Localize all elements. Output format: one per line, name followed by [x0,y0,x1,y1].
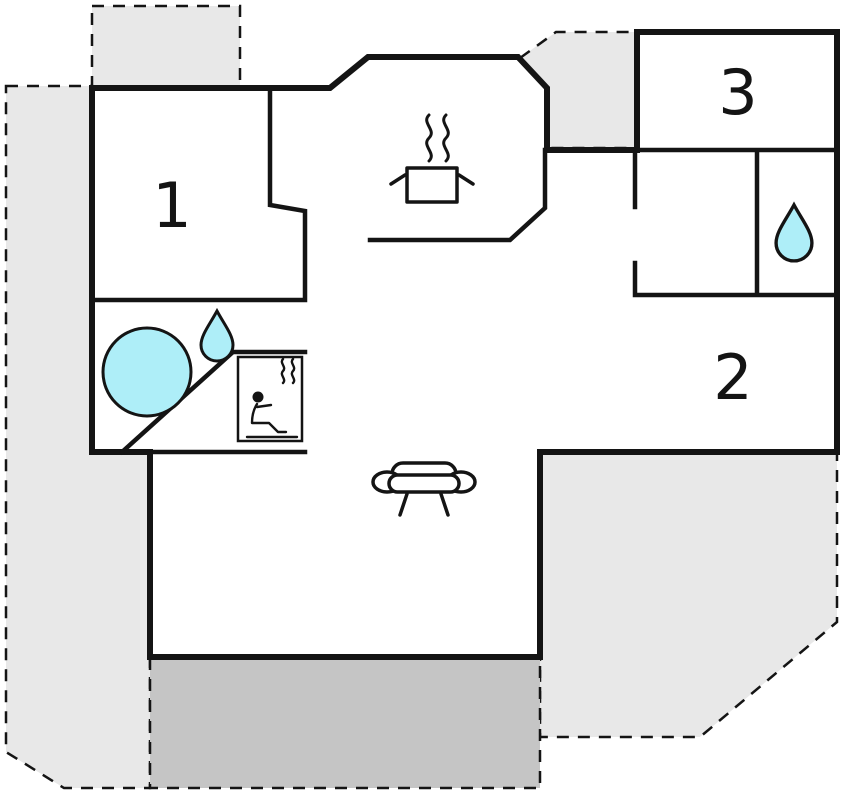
terrace-top-left [90,4,242,90]
terrace-bottom [148,655,542,790]
stove-icon [389,113,475,204]
steam-line [425,113,433,163]
sauna-steam [280,357,296,385]
water-drop-icon-bathroom [199,307,235,363]
room-1-label: 1 [152,169,191,242]
sauna-icon [236,355,304,443]
room-2-label: 2 [713,341,752,414]
outer-walls [89,29,840,660]
sofa-seat [387,473,461,494]
house-interior [92,32,837,657]
sofa-icon [371,461,477,517]
steam-line [442,113,450,163]
sauna-person-body [245,402,299,439]
sofa-legs [398,492,450,517]
terrace-bottom-right [538,450,839,739]
water-drop-icon-right [774,201,814,263]
hot-tub-icon [101,326,193,418]
pot-body [405,166,459,204]
room-3-label: 3 [718,56,757,129]
pot-handles [389,173,475,186]
sauna-frame [236,355,304,443]
sauna-person-head [252,391,264,403]
